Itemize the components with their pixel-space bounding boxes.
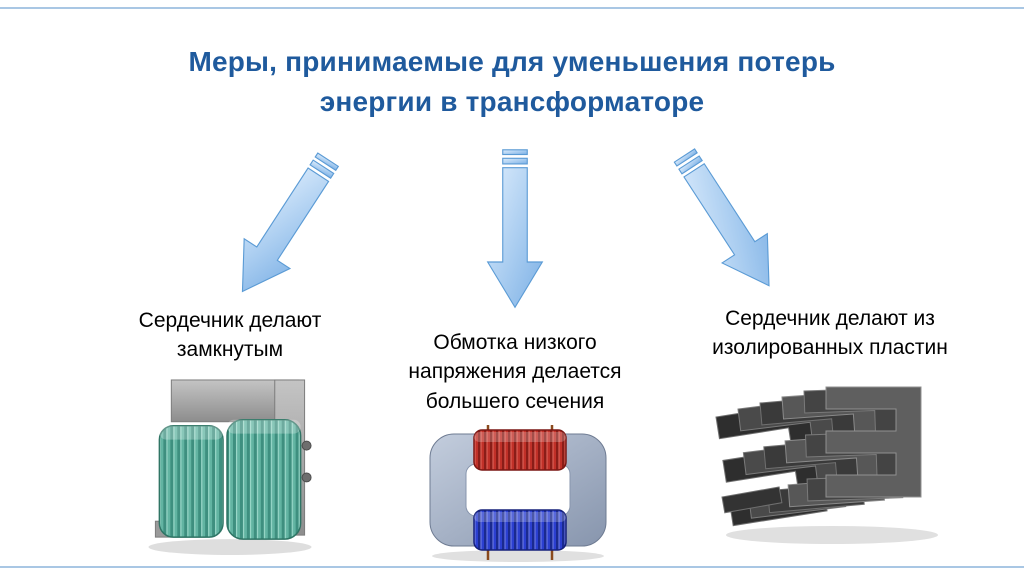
transformer-closed-core-image [148, 379, 312, 556]
transformer-windings-image [429, 425, 607, 562]
item-label-closed-core: Сердечник делают замкнутым [138, 309, 322, 362]
arrow-down-left-icon [218, 144, 352, 307]
arrow-down-icon [487, 149, 543, 308]
page-title-line1: Меры, принимаемые для уменьшения потерь [188, 46, 836, 77]
top-divider [0, 7, 1024, 9]
item-label-insulated-plates: Сердечник делают из изолированных пласти… [712, 307, 948, 360]
laminated-plates-image [715, 386, 938, 544]
bottom-divider [0, 566, 1024, 568]
page-title: Меры, принимаемые для уменьшения потерь … [112, 42, 912, 122]
arrow-down-right-icon [661, 140, 793, 301]
page-title-line2: энергии в трансформаторе [319, 85, 705, 117]
item-label-low-voltage-winding: Обмотка низкого напряжения делается боль… [408, 331, 622, 413]
